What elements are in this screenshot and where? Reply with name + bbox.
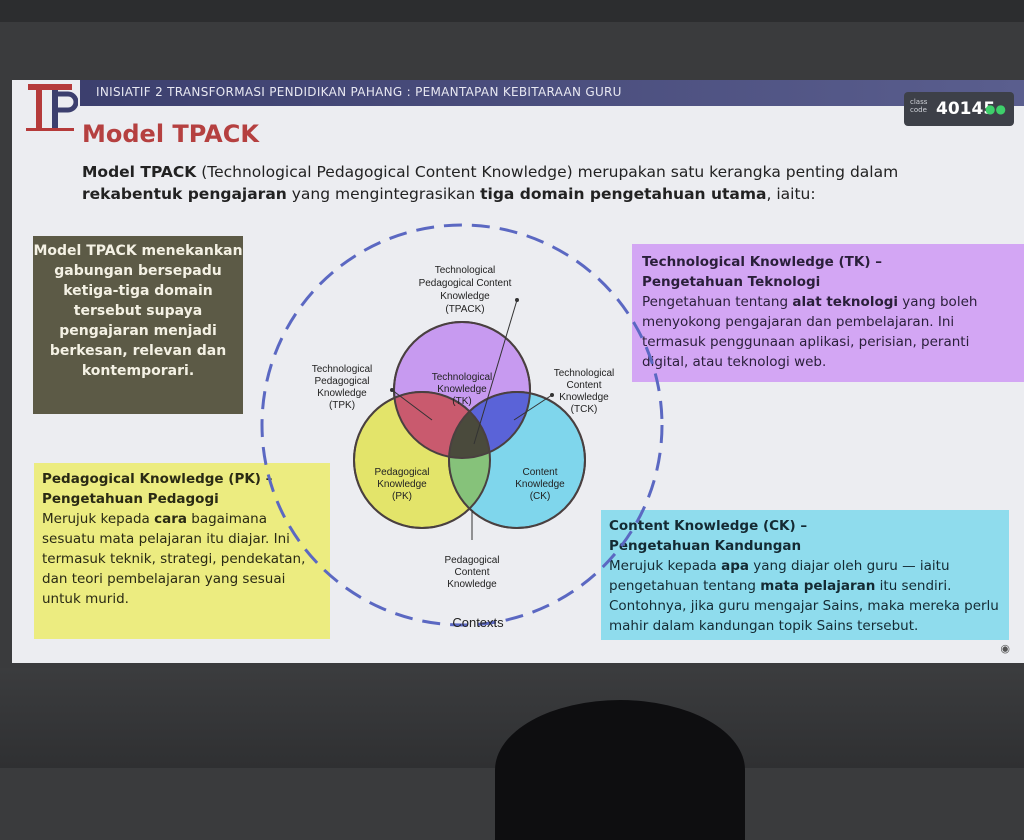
tck-pointer bbox=[513, 394, 553, 421]
intro-text-2: yang mengintegrasikan bbox=[286, 185, 481, 203]
pk-title-2: Pengetahuan Pedagogi bbox=[42, 491, 219, 507]
pk-body: Merujuk kepada cara bagaimana sesuatu ma… bbox=[42, 509, 322, 609]
class-code-value: 40145 bbox=[936, 99, 996, 119]
eye-icon[interactable]: ◉ bbox=[1000, 642, 1010, 655]
ck-body-3: itu sendiri. Contohnya, jika guru mengaj… bbox=[609, 578, 999, 634]
tpack-pointer bbox=[473, 299, 518, 445]
ck-body-bold-2: mata pelajaran bbox=[760, 578, 876, 594]
tck-label-3: Knowledge bbox=[559, 392, 609, 403]
tk-body-2: yang boleh menyokong pengajaran dan pemb… bbox=[642, 294, 978, 370]
room-background-top bbox=[0, 0, 1024, 22]
class-code-badge: class code 40145 ●● bbox=[904, 92, 1014, 126]
ck-label-3: (CK) bbox=[530, 491, 551, 502]
ck-body-bold-1: apa bbox=[721, 558, 749, 574]
pck-label-2: Content bbox=[454, 567, 489, 578]
tck-label-2: Content bbox=[566, 380, 601, 391]
pk-label-1: Pedagogical bbox=[374, 467, 429, 478]
tpk-label-4: (TPK) bbox=[329, 400, 355, 411]
ck-title-1: Content Knowledge (CK) – bbox=[609, 518, 808, 534]
tpack-label-1: Technological bbox=[435, 265, 496, 276]
tk-box: Technological Knowledge (TK) – Pengetahu… bbox=[632, 244, 1024, 382]
tpk-pointer bbox=[391, 389, 433, 421]
tck-label-1: Technological bbox=[554, 368, 615, 379]
tpk-label-2: Pedagogical bbox=[314, 376, 369, 387]
tck-label-4: (TCK) bbox=[571, 404, 598, 415]
contexts-label: Contexts bbox=[452, 615, 504, 630]
pk-body-1: Merujuk kepada bbox=[42, 511, 155, 527]
intro-bold-2: rekabentuk pengajaran bbox=[82, 185, 287, 203]
intro-text-3: , iaitu: bbox=[766, 185, 816, 203]
class-code-label: class code bbox=[910, 98, 928, 114]
pck-label-3: Knowledge bbox=[447, 579, 497, 590]
tk-title-1: Technological Knowledge (TK) – bbox=[642, 254, 882, 270]
tpack-label-3: Knowledge bbox=[440, 291, 490, 302]
people-icon: ●● bbox=[985, 102, 1006, 116]
ck-body: Merujuk kepada apa yang diajar oleh guru… bbox=[609, 556, 1001, 636]
pck-label-1: Pedagogical bbox=[444, 555, 499, 566]
tck-overlap bbox=[449, 392, 530, 458]
slide-title: Model TPACK bbox=[82, 120, 259, 148]
tk-title-2: Pengetahuan Teknologi bbox=[642, 274, 821, 290]
tpack-label-4: (TPACK) bbox=[445, 304, 484, 315]
ck-label-1: Content bbox=[522, 467, 557, 478]
tpk-label-3: Knowledge bbox=[317, 388, 367, 399]
ck-body-2: yang diajar oleh guru — iaitu pengetahua… bbox=[609, 558, 950, 594]
pk-body-bold: cara bbox=[154, 511, 187, 527]
tpack-venn-diagram: Technological Pedagogical Content Knowle… bbox=[260, 223, 664, 630]
contexts-ring bbox=[260, 223, 664, 627]
tpk-label-1: Technological bbox=[312, 364, 373, 375]
pk-title-1: Pedagogical Knowledge (PK) – bbox=[42, 471, 273, 487]
tk-label-2: Knowledge bbox=[437, 384, 487, 395]
tpack-label-2: Pedagogical Content bbox=[419, 278, 512, 289]
ck-body-1: Merujuk kepada bbox=[609, 558, 722, 574]
logo-icon bbox=[26, 84, 78, 131]
pk-label-3: (PK) bbox=[392, 491, 412, 502]
tk-label-1: Technological bbox=[432, 372, 493, 383]
ck-title-2: Pengetahuan Kandungan bbox=[609, 538, 802, 554]
intro-text-1: (Technological Pedagogical Content Knowl… bbox=[196, 163, 899, 181]
tpk-overlap bbox=[394, 392, 490, 458]
pk-label-2: Knowledge bbox=[377, 479, 427, 490]
summary-text: Model TPACK menekankan gabungan bersepad… bbox=[33, 243, 243, 379]
tk-body-1: Pengetahuan tentang bbox=[642, 294, 793, 310]
pk-body-2: bagaimana sesuatu mata pelajaran itu dia… bbox=[42, 511, 306, 607]
banner-text: INISIATIF 2 TRANSFORMASI PENDIDIKAN PAHA… bbox=[96, 85, 622, 99]
ck-label-2: Knowledge bbox=[515, 479, 565, 490]
ck-box: Content Knowledge (CK) – Pengetahuan Kan… bbox=[601, 510, 1009, 640]
intro-paragraph: Model TPACK (Technological Pedagogical C… bbox=[82, 161, 992, 205]
tk-body: Pengetahuan tentang alat teknologi yang … bbox=[642, 292, 1014, 372]
slide: INISIATIF 2 TRANSFORMASI PENDIDIKAN PAHA… bbox=[12, 80, 1024, 663]
audience-head-silhouette bbox=[495, 700, 745, 840]
pk-box: Pedagogical Knowledge (PK) – Pengetahuan… bbox=[34, 463, 330, 639]
tk-label-3: (TK) bbox=[452, 396, 471, 407]
intro-bold-1: Model TPACK bbox=[82, 163, 197, 181]
intro-bold-3: tiga domain pengetahuan utama bbox=[480, 185, 767, 203]
header-banner: INISIATIF 2 TRANSFORMASI PENDIDIKAN PAHA… bbox=[80, 80, 1024, 106]
tk-body-bold: alat teknologi bbox=[792, 294, 899, 310]
summary-box: Model TPACK menekankan gabungan bersepad… bbox=[33, 236, 243, 414]
